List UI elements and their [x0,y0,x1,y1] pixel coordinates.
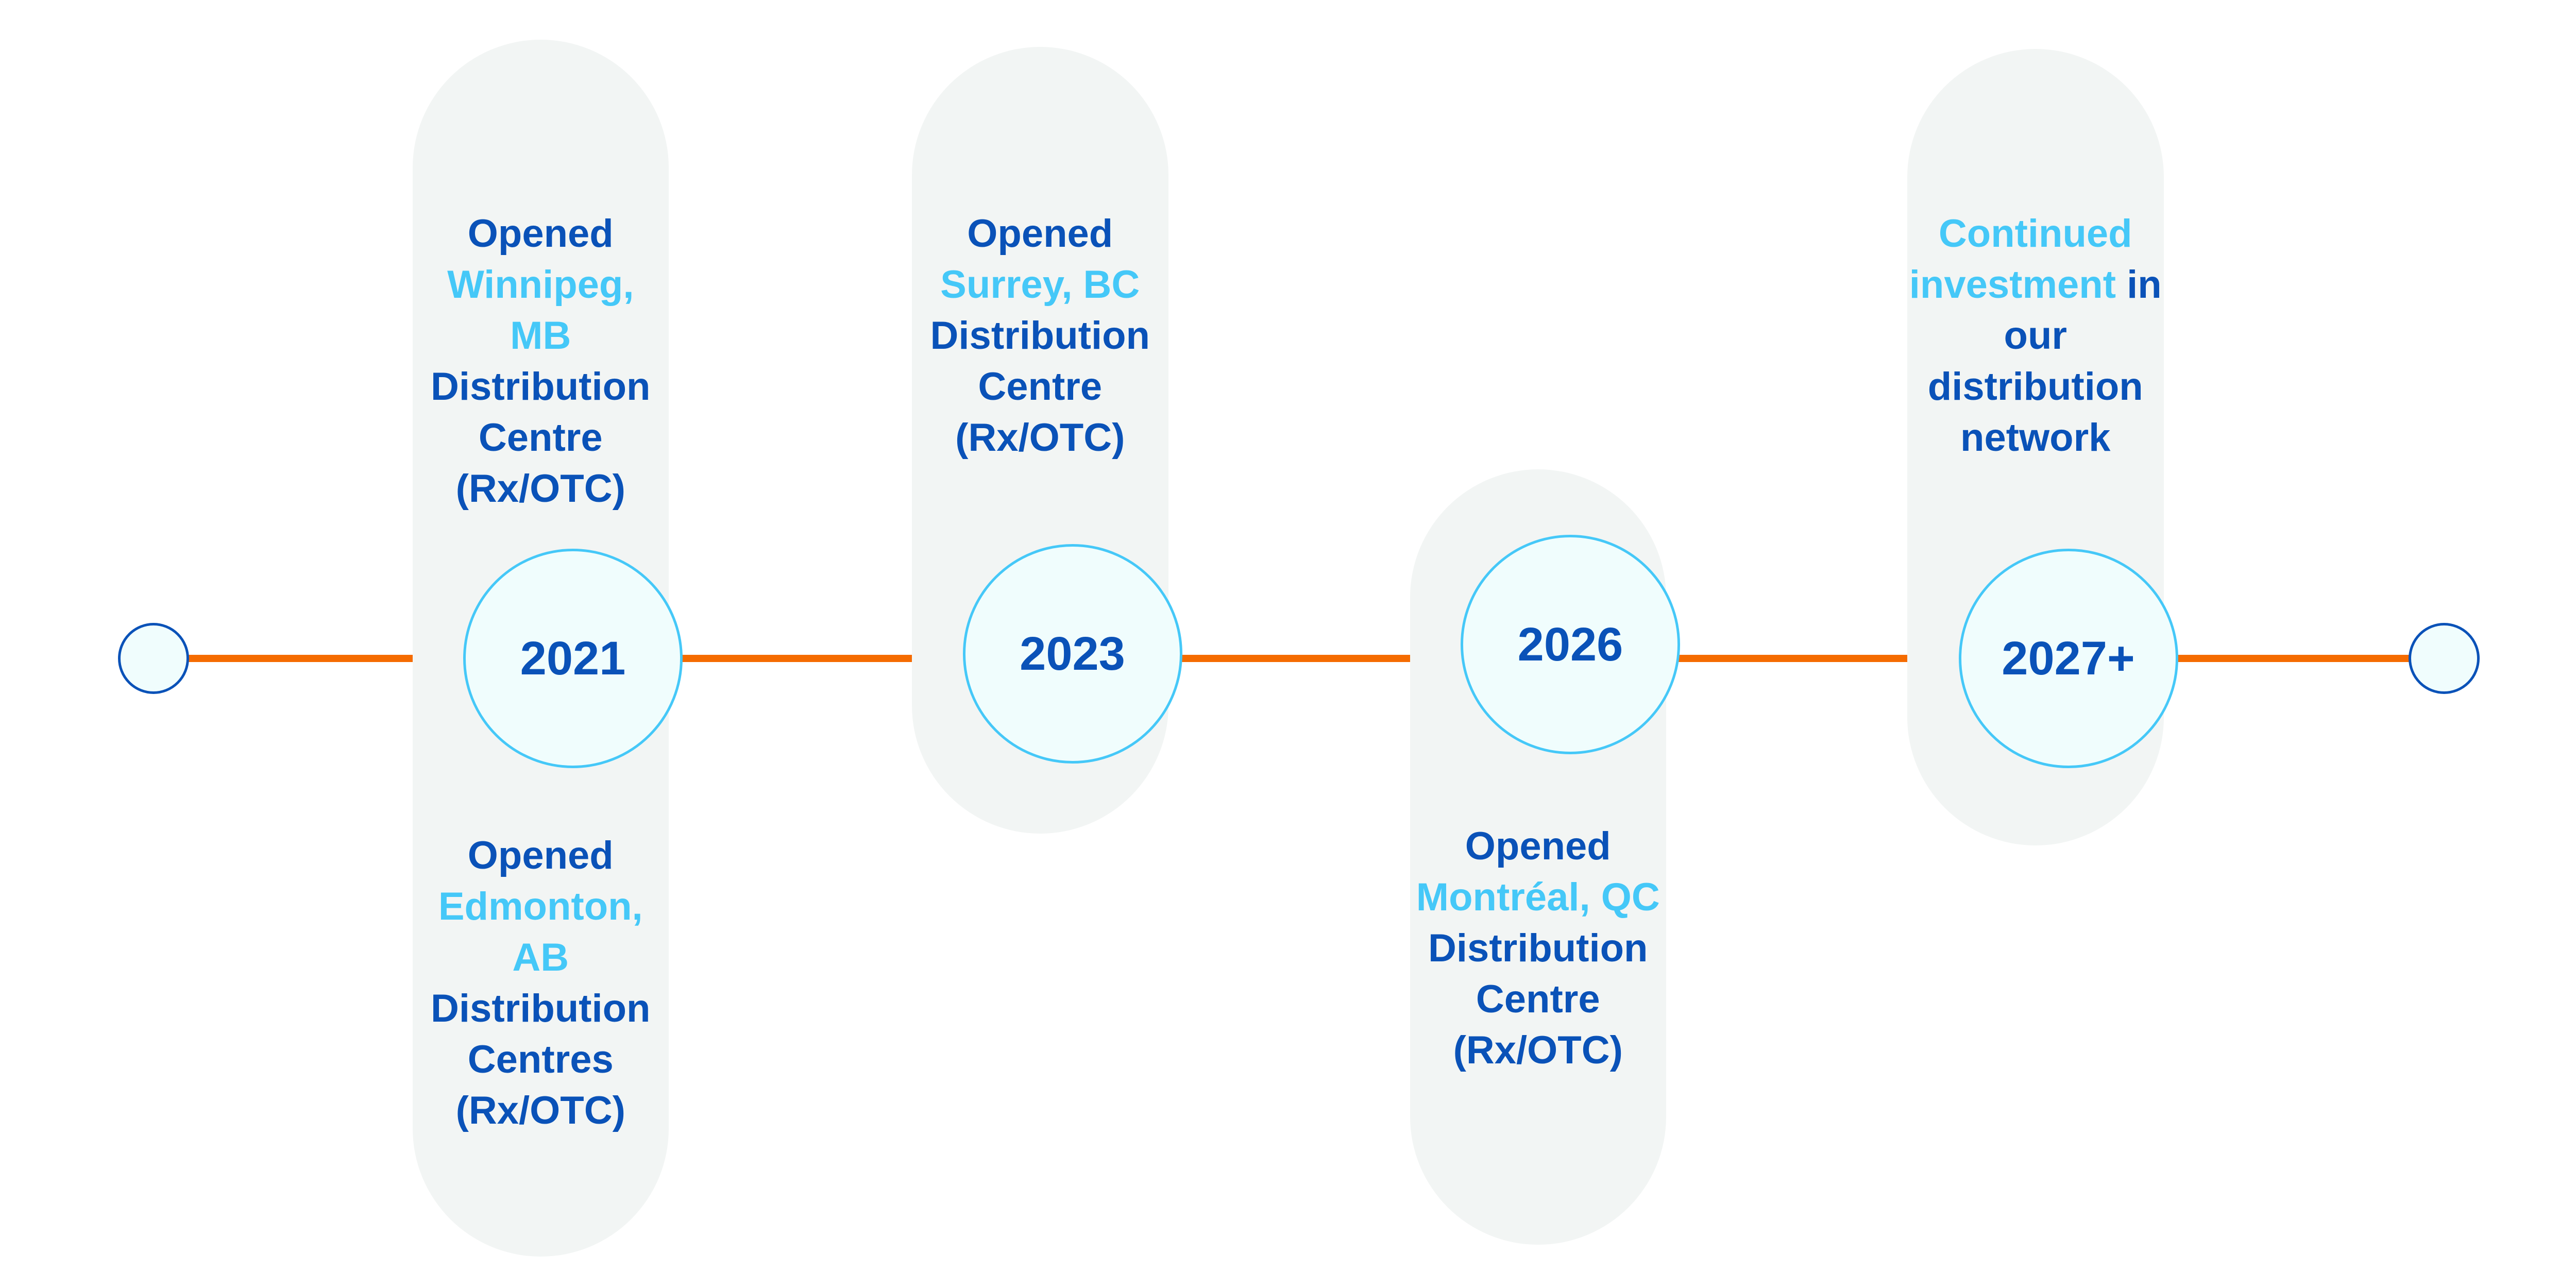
text-line: investment in [1907,259,2164,310]
text-line: Distribution [431,365,651,409]
location: Montréal, QC [1416,875,1660,919]
text-line: distribution [1927,365,2143,409]
text-line: Centre [1476,977,1600,1021]
year-label: 2021 [520,632,626,685]
milestone-2021-top-text: Opened Winnipeg, MB Distribution Centre … [413,208,669,514]
text-line: network [1960,416,2111,460]
timeline-line [166,655,2410,662]
highlight-text: investment [1909,263,2116,307]
location: Edmonton, AB [438,885,643,979]
text-line: Opened [467,212,614,256]
text-line: (Rx/OTC) [955,416,1125,460]
text-fragment: in [2116,263,2162,307]
text-line: Opened [1465,824,1611,868]
text-line: Centre [978,365,1103,409]
year-circle-2021: 2021 [463,549,683,768]
milestone-2026-bottom-text: Opened Montréal, QC Distribution Centre … [1410,821,1667,1076]
year-circle-2027-plus: 2027+ [1958,549,2178,768]
milestone-2021-bottom-text: Opened Edmonton, AB Distribution Centres… [413,830,669,1136]
text-line: Distribution [930,314,1150,358]
highlight-text: Continued [1938,212,2132,256]
text-line: Centres [467,1038,614,1081]
text-line: (Rx/OTC) [455,467,625,511]
location: Surrey, BC [940,263,1140,307]
text-line: our [2004,314,2067,358]
timeline-end-node [2408,623,2480,694]
text-line: (Rx/OTC) [1453,1028,1623,1072]
timeline-start-node [117,623,189,694]
milestone-2027-top-text: Continued investment in our distribution… [1907,208,2164,463]
text-line: Opened [967,212,1113,256]
text-line: Distribution [1428,926,1648,970]
milestone-2023-top-text: Opened Surrey, BC Distribution Centre (R… [912,208,1168,463]
text-line: Distribution [431,987,651,1030]
year-circle-2026: 2026 [1461,535,1680,754]
year-label: 2023 [1020,627,1125,680]
text-line: Opened [467,834,614,877]
year-label: 2026 [1517,618,1623,671]
location: Winnipeg, MB [447,263,634,358]
year-label: 2027+ [2002,632,2135,685]
text-line: (Rx/OTC) [455,1089,625,1132]
year-circle-2023: 2023 [962,544,1182,764]
text-line: Centre [478,416,603,460]
